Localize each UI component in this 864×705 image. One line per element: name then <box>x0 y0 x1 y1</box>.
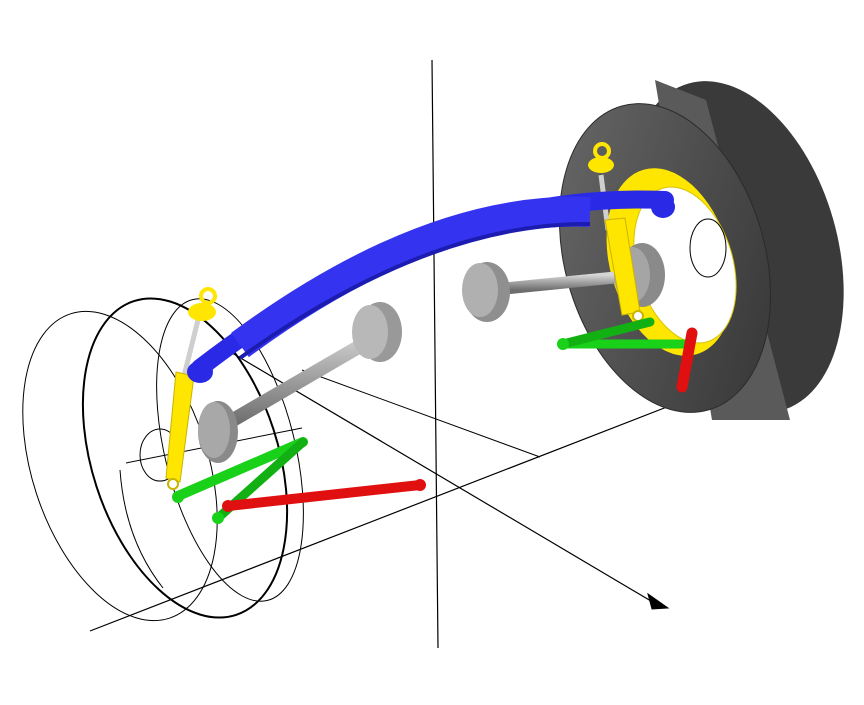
leaf-spring <box>187 190 675 383</box>
left-damper-body <box>165 371 195 483</box>
left-damper-bottom-eye <box>167 478 179 490</box>
right-damper-bottom-eye <box>632 310 644 322</box>
grid-line <box>301 369 541 458</box>
left-wheel-inner-rim <box>81 297 289 619</box>
right-hub-circle <box>689 218 727 278</box>
axis-arrow-icon <box>647 592 670 610</box>
vertical-axis <box>431 59 439 649</box>
lateral-axis <box>89 397 691 632</box>
leaf-spring-right-eye <box>651 196 675 218</box>
left-tie-rod-end <box>414 479 426 491</box>
left-wheel-outer-rim <box>22 310 218 622</box>
left-tie-rod <box>223 480 425 511</box>
tie-rods <box>222 327 698 512</box>
left-wheel-tread-edge <box>119 469 164 589</box>
right-lower-arm-joint <box>557 338 569 350</box>
left-damper-rod <box>181 319 201 377</box>
right-damper-eye <box>593 142 611 160</box>
leaf-spring-shade <box>238 221 591 360</box>
left-axle-hub-face <box>198 402 230 458</box>
leaf-spring-left-eye <box>187 361 213 383</box>
left-lower-arm <box>172 437 308 524</box>
left-tie-rod-end <box>222 500 234 512</box>
left-lower-arm-joint <box>172 491 184 503</box>
right-lower-arm-rear-link <box>558 317 655 349</box>
left-damper-eye <box>199 287 217 305</box>
axle-assembly <box>198 243 665 463</box>
left-axle-drum-face <box>352 305 388 359</box>
right-damper-top-mount <box>588 157 614 173</box>
left-lower-arm-front-link <box>173 437 308 501</box>
right-lower-arm <box>557 317 693 350</box>
left-lower-arm-joint <box>212 512 224 524</box>
right-tie-rod <box>676 327 698 393</box>
leaf-spring-stack-leaves <box>231 196 591 358</box>
left-damper-top-mount <box>188 303 216 321</box>
right-wheel <box>558 80 844 420</box>
right-axle-drum-face <box>462 263 498 317</box>
